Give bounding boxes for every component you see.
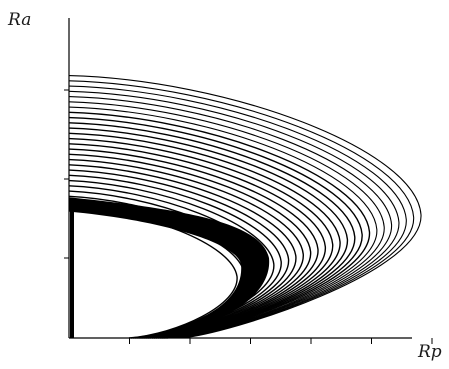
curve-line [68,111,371,339]
curve-line [68,153,312,339]
curve-line [68,137,334,339]
curve-line [68,96,393,339]
axes [64,18,433,344]
curve-line [68,116,363,339]
curve-line [68,106,378,339]
curve-line [68,148,319,339]
y-axis-label: Ra [8,10,32,30]
curve-line [68,143,327,339]
x-axis-label: Rp [418,342,442,362]
solid-region [69,197,270,338]
curve-line [68,85,407,339]
curve-line [68,158,304,339]
curve-line [68,132,341,339]
curve-line [68,80,415,339]
curve-line [68,90,400,339]
curve-line [68,75,422,339]
curve-line [68,101,385,339]
curve-line [68,122,356,339]
curve-line [68,127,349,339]
